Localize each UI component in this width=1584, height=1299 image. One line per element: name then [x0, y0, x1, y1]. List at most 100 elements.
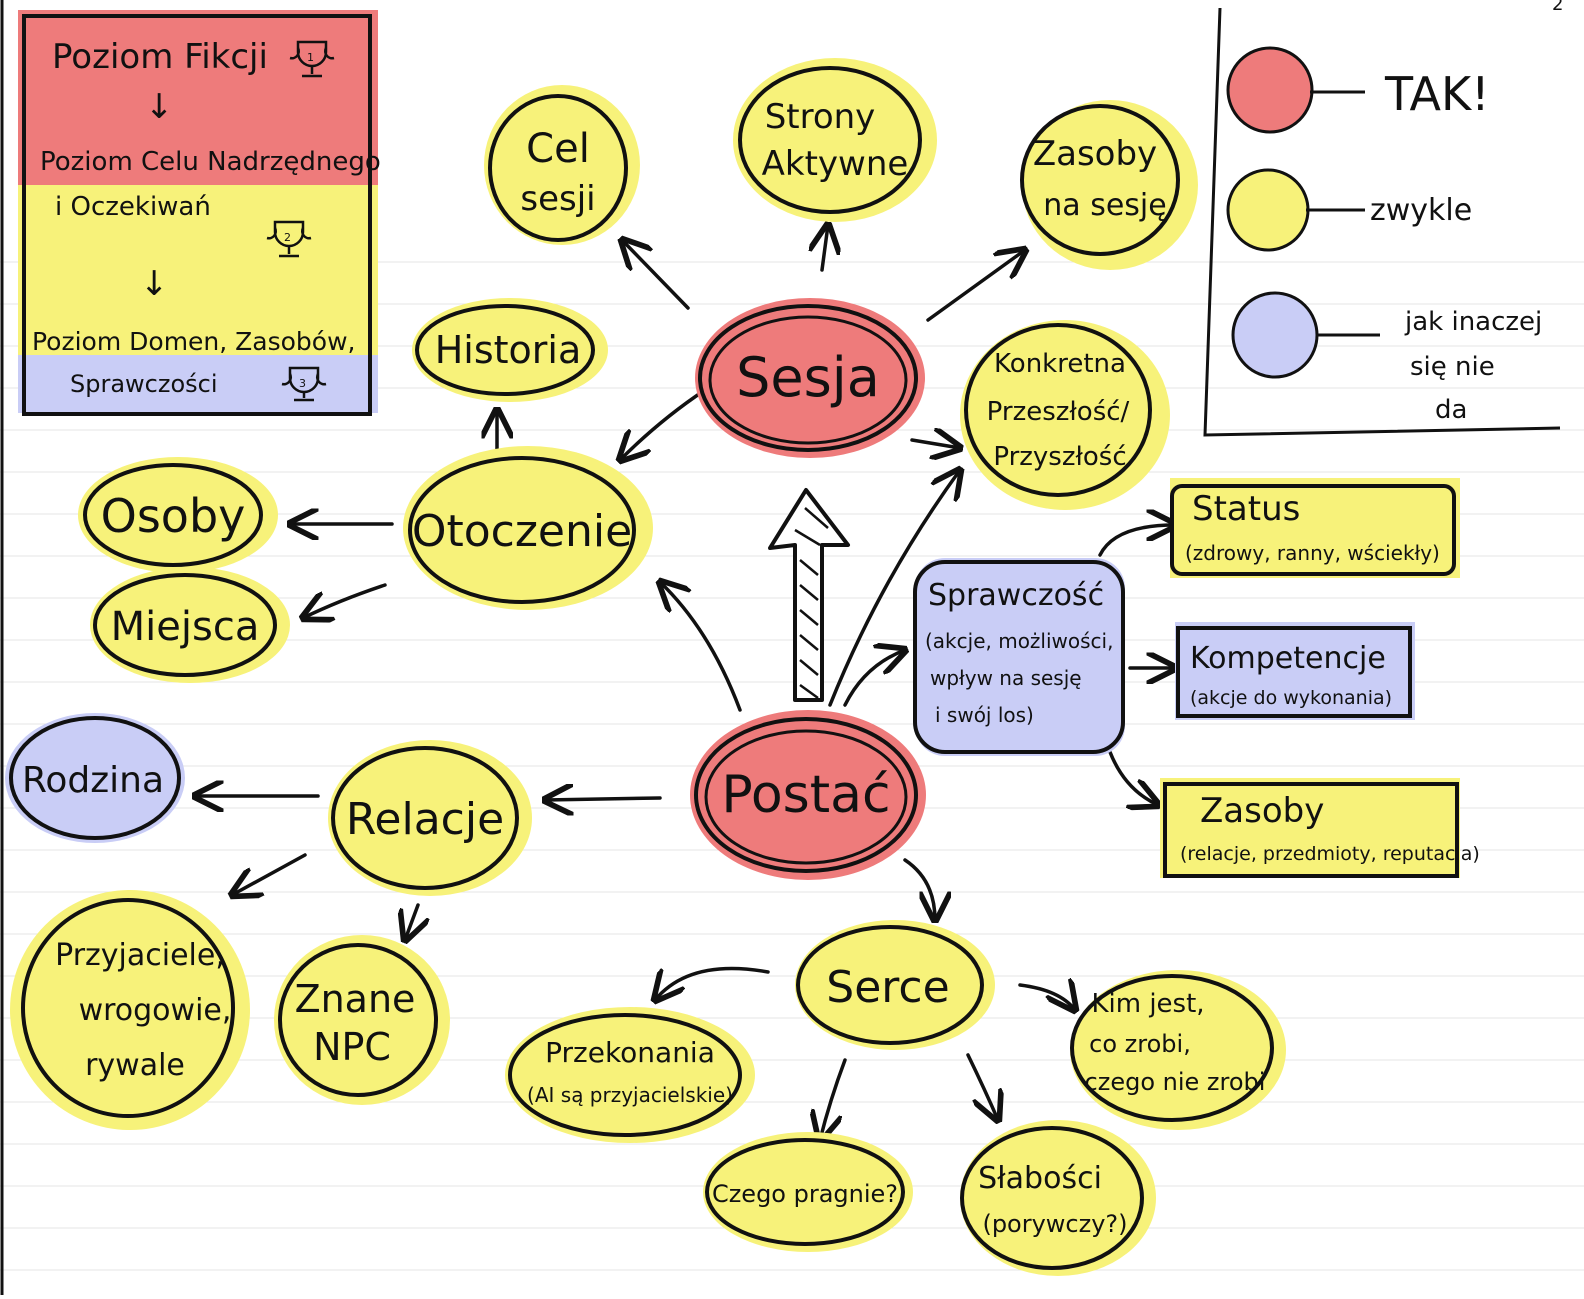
- serce-label: Serce: [826, 962, 949, 1013]
- node-kim-jest: Kim jest, co zrobi, czego nie zrobi: [1070, 970, 1286, 1130]
- legend-frame: [1203, 7, 1561, 437]
- arrow-sesja-strony: [822, 225, 828, 272]
- osoby-label: Osoby: [101, 489, 246, 543]
- level2-fill: [18, 185, 378, 355]
- arrow-sesja-zasoby: [926, 250, 1025, 322]
- levels-frame: [22, 14, 372, 416]
- status-label-line1: Status: [1192, 489, 1300, 529]
- arrow-serce-kim: [1018, 985, 1075, 1010]
- down-arrow-icon: ↓: [140, 264, 169, 304]
- level2-label-line1: Poziom Celu Nadrzędnego: [40, 147, 381, 177]
- node-serce: Serce: [795, 920, 995, 1050]
- node-cel-sesji: Cel sesji: [484, 85, 640, 245]
- legend-inaczej-line2: się nie: [1410, 352, 1495, 382]
- node-otoczenie: Otoczenie: [403, 446, 653, 610]
- level1-label: Poziom Fikcji: [52, 37, 268, 77]
- node-sesja: Sesja: [695, 298, 925, 458]
- trophy-1-icon: 1: [289, 40, 335, 78]
- cel-label-line1: Cel: [526, 126, 590, 172]
- arrow-sesja-cel: [622, 240, 690, 310]
- slabosci-label-line1: Słabości: [978, 1161, 1102, 1196]
- legend-red-swatch: [1226, 46, 1314, 134]
- kim-label-line1: Kim jest,: [1091, 989, 1204, 1019]
- arrow-serce-slabosci: [966, 1053, 998, 1120]
- node-konkretna-przeszlosc: Konkretna Przeszłość/ Przyszłość: [960, 320, 1170, 510]
- node-przyjaciele: Przyjaciele, wrogowie, rywale: [10, 890, 250, 1130]
- konkretna-label-line2: Przeszłość/: [987, 397, 1130, 427]
- trophy-2-icon: 2: [266, 220, 312, 258]
- konkretna-label-line3: Przyszłość: [993, 442, 1126, 472]
- legend: TAK! zwykle jak inaczej się nie da: [1203, 7, 1561, 437]
- node-przekonania: Przekonania (AI są przyjacielskie): [505, 1007, 755, 1143]
- level3-label-line2: Sprawczości: [70, 370, 218, 398]
- strony-label-line1: Strony: [765, 97, 876, 137]
- big-up-arrow: [768, 488, 850, 702]
- arrow-relacje-przyjaciele: [232, 853, 307, 895]
- historia-label: Historia: [435, 328, 582, 372]
- connectors: [195, 225, 1175, 1140]
- znane-label-line2: NPC: [313, 1025, 391, 1069]
- rodzina-label: Rodzina: [22, 760, 164, 801]
- zasoby-label-line2: (relacje, przedmioty, reputacja): [1180, 843, 1480, 865]
- node-slabosci: Słabości (porywczy?): [960, 1120, 1156, 1276]
- przekonania-label-line1: Przekonania: [545, 1036, 715, 1069]
- node-kompetencje: Kompetencje (akcje do wykonania): [1175, 622, 1415, 720]
- znane-label-line1: Znane: [295, 977, 416, 1021]
- sprawczosc-label-line2: (akcje, możliwości,: [925, 629, 1113, 653]
- cel-label-line2: sesji: [520, 179, 595, 219]
- czego-label: Czego pragnie?: [712, 1180, 898, 1208]
- arrow-postac-konkretna: [828, 470, 960, 707]
- przyjaciele-label-line3: rywale: [85, 1048, 185, 1083]
- level2-label-line2: i Oczekiwań: [55, 192, 211, 222]
- node-osoby: Osoby: [78, 457, 278, 573]
- sesja-label: Sesja: [736, 346, 880, 409]
- relacje-label: Relacje: [346, 794, 504, 845]
- node-strony-aktywne: Strony Aktywne: [733, 58, 937, 222]
- arrow-sesja-konkretna: [910, 440, 960, 448]
- arrow-sprawczosc-status: [1098, 525, 1175, 557]
- sprawczosc-label-line1: Sprawczość: [928, 578, 1104, 613]
- level1-fill: [18, 10, 378, 185]
- down-arrow-icon: ↓: [145, 87, 174, 127]
- legend-zwykle-label: zwykle: [1370, 193, 1472, 228]
- kompetencje-label-line2: (akcje do wykonania): [1190, 687, 1392, 709]
- levels-box: Poziom Fikcji ↓ Poziom Celu Nadrzędnego …: [18, 10, 381, 416]
- arrow-serce-przekonania: [655, 966, 770, 1001]
- page-number: 2: [1552, 0, 1563, 15]
- status-label-line2: (zdrowy, ranny, wściekły): [1185, 541, 1440, 565]
- node-zasoby: Zasoby (relacje, przedmioty, reputacja): [1160, 778, 1480, 878]
- konkretna-label-line1: Konkretna: [994, 349, 1126, 379]
- node-rodzina: Rodzina: [5, 713, 185, 843]
- arrow-postac-sprawczosc: [843, 650, 905, 707]
- legend-blue-swatch: [1231, 291, 1319, 379]
- arrow-sesja-otoczenie: [620, 388, 707, 460]
- node-postac: Postać: [690, 710, 926, 880]
- legend-inaczej-line1: jak inaczej: [1404, 307, 1542, 337]
- arrow-serce-czego: [820, 1058, 847, 1140]
- zasoby-sesja-label-line1: Zasoby: [1033, 134, 1157, 174]
- node-status: Status (zdrowy, ranny, wściekły): [1170, 478, 1460, 578]
- svg-text:2: 2: [284, 231, 291, 244]
- postac-label: Postać: [721, 765, 890, 825]
- node-relacje: Relacje: [328, 740, 532, 896]
- arrow-postac-relacje: [545, 798, 662, 800]
- legend-inaczej-line3: da: [1435, 395, 1467, 425]
- node-miejsca: Miejsca: [90, 567, 290, 683]
- level3-label-line1: Poziom Domen, Zasobów,: [32, 327, 356, 356]
- node-znane-npc: Znane NPC: [274, 935, 450, 1105]
- svg-text:3: 3: [299, 377, 306, 390]
- arrow-otoczenie-miejsca: [303, 583, 387, 618]
- sprawczosc-label-line4: i swój los): [935, 703, 1034, 727]
- node-historia: Historia: [412, 298, 608, 402]
- kim-label-line3: czego nie zrobi: [1085, 1068, 1266, 1096]
- strony-label-line2: Aktywne: [762, 144, 909, 184]
- node-czego-pragnie: Czego pragnie?: [703, 1132, 913, 1252]
- arrow-sprawczosc-zasoby: [1108, 750, 1158, 805]
- kim-label-line2: co zrobi,: [1089, 1030, 1191, 1058]
- arrow-postac-serce: [903, 858, 935, 920]
- legend-tak-label: TAK!: [1384, 67, 1490, 121]
- svg-text:1: 1: [307, 51, 314, 64]
- trophy-3-icon: 3: [281, 366, 327, 402]
